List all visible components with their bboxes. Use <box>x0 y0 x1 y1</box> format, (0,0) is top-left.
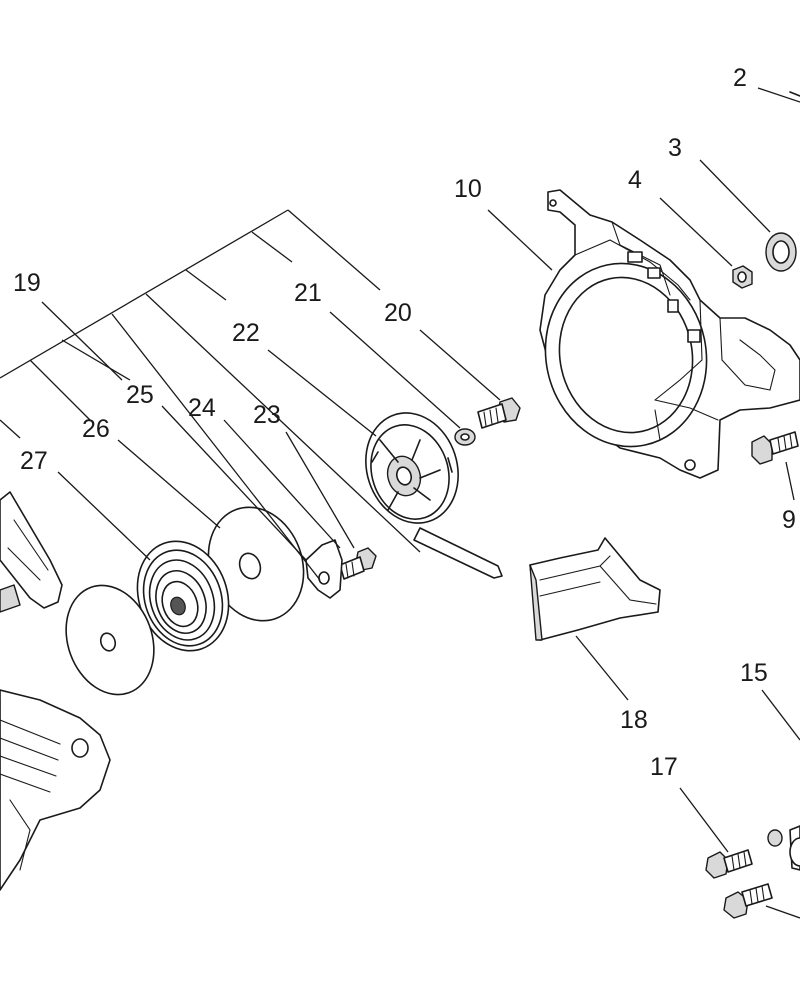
part-17-bolt-lower <box>723 883 773 919</box>
part-17-bolt-upper <box>705 849 753 879</box>
part-3-washer <box>765 232 797 272</box>
part-23-screw <box>339 547 377 580</box>
part-labels: 2 3 4 10 19 21 20 22 25 24 23 26 27 9 18… <box>13 64 796 781</box>
label-part-27: 27 <box>20 447 48 475</box>
part-9-bolt <box>751 431 799 465</box>
spring-cover-plate <box>65 584 155 696</box>
label-part-23: 23 <box>253 401 281 429</box>
starter-handle <box>0 491 63 613</box>
part-18-bracket <box>529 537 661 641</box>
label-part-9: 9 <box>782 506 796 534</box>
label-part-2: 2 <box>733 64 747 92</box>
label-part-15: 15 <box>740 659 768 687</box>
part-22-pulley <box>365 412 459 524</box>
label-part-19: 19 <box>13 269 41 297</box>
part-rope <box>413 527 503 579</box>
label-part-4: 4 <box>628 166 642 194</box>
part-26-disc <box>207 506 305 622</box>
label-part-26: 26 <box>82 415 110 443</box>
label-part-3: 3 <box>668 134 682 162</box>
label-part-22: 22 <box>232 319 260 347</box>
part-4-nut <box>732 265 753 289</box>
part-27-spring <box>136 540 230 652</box>
label-part-24: 24 <box>188 394 216 422</box>
label-part-21: 21 <box>294 279 322 307</box>
label-part-10: 10 <box>454 175 482 203</box>
part-15-bracket <box>767 825 800 871</box>
label-part-25: 25 <box>126 381 154 409</box>
label-part-20: 20 <box>384 299 412 327</box>
part-10-housing <box>539 189 800 479</box>
leader-lines <box>0 87 800 919</box>
part-20-bolt <box>477 397 521 429</box>
label-part-18: 18 <box>620 706 648 734</box>
starter-housing-body <box>0 689 111 891</box>
part-21-washer <box>454 428 476 446</box>
part-2-edge <box>789 91 800 97</box>
part-25-plate <box>305 539 343 599</box>
label-part-17: 17 <box>650 753 678 781</box>
